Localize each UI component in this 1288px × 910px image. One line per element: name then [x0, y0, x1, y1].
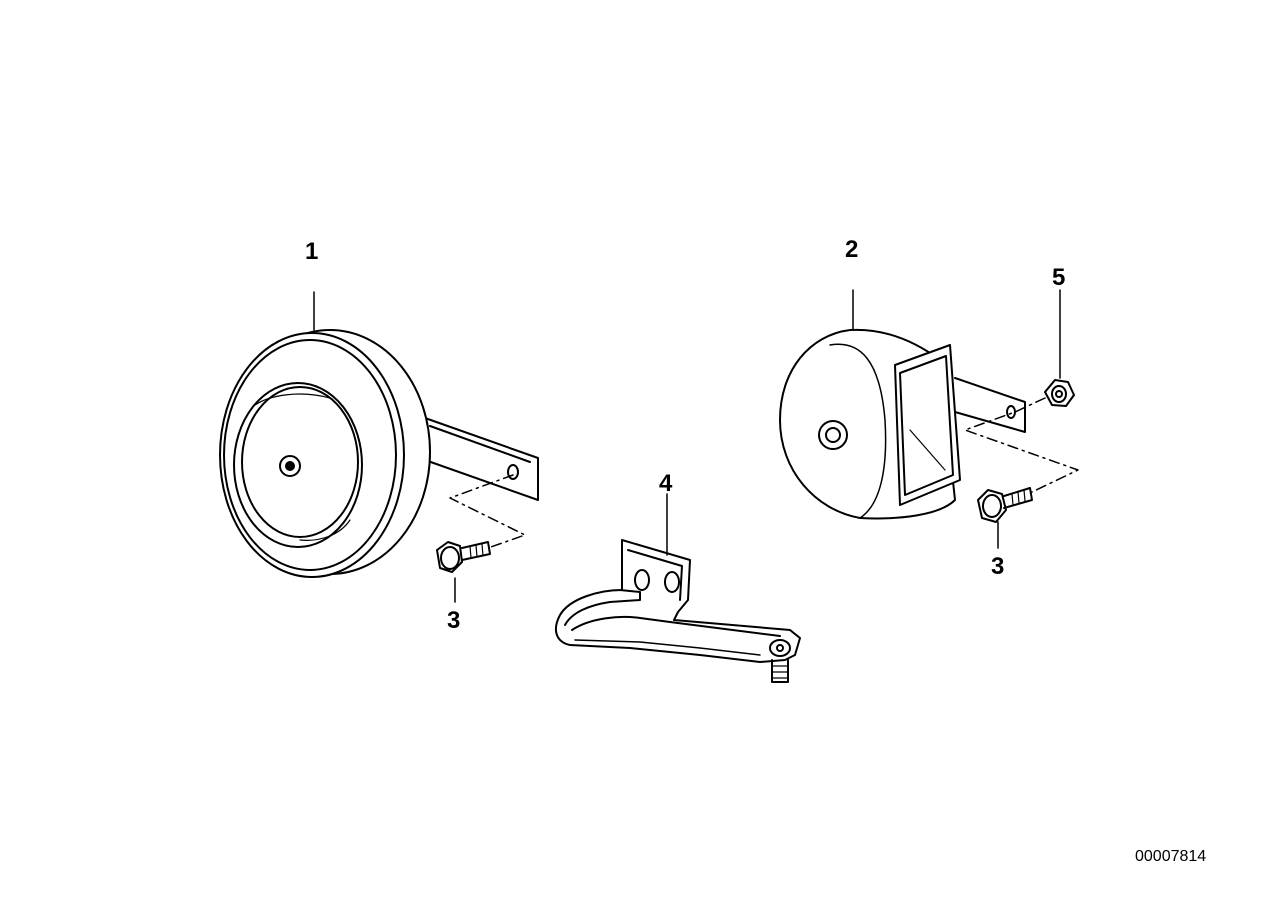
alignment-line-left: [449, 474, 526, 549]
leader-lines: [313, 289, 1061, 603]
screw-3-left: [436, 541, 491, 573]
screw-3-right: [977, 487, 1033, 523]
horn-trumpet-2: [779, 328, 1026, 520]
callout-5: 5: [1052, 264, 1066, 291]
bracket-4: [554, 539, 801, 683]
nut-5: [1044, 379, 1075, 407]
alignment-line-right: [964, 397, 1079, 493]
callout-2: 2: [845, 236, 859, 263]
diagram-id: 00007814: [1135, 848, 1207, 865]
callout-4: 4: [659, 470, 673, 497]
horn-round-1: [219, 329, 539, 578]
callout-3-left: 3: [447, 607, 461, 634]
callout-3-right: 3: [991, 553, 1005, 580]
callout-1: 1: [305, 238, 319, 265]
